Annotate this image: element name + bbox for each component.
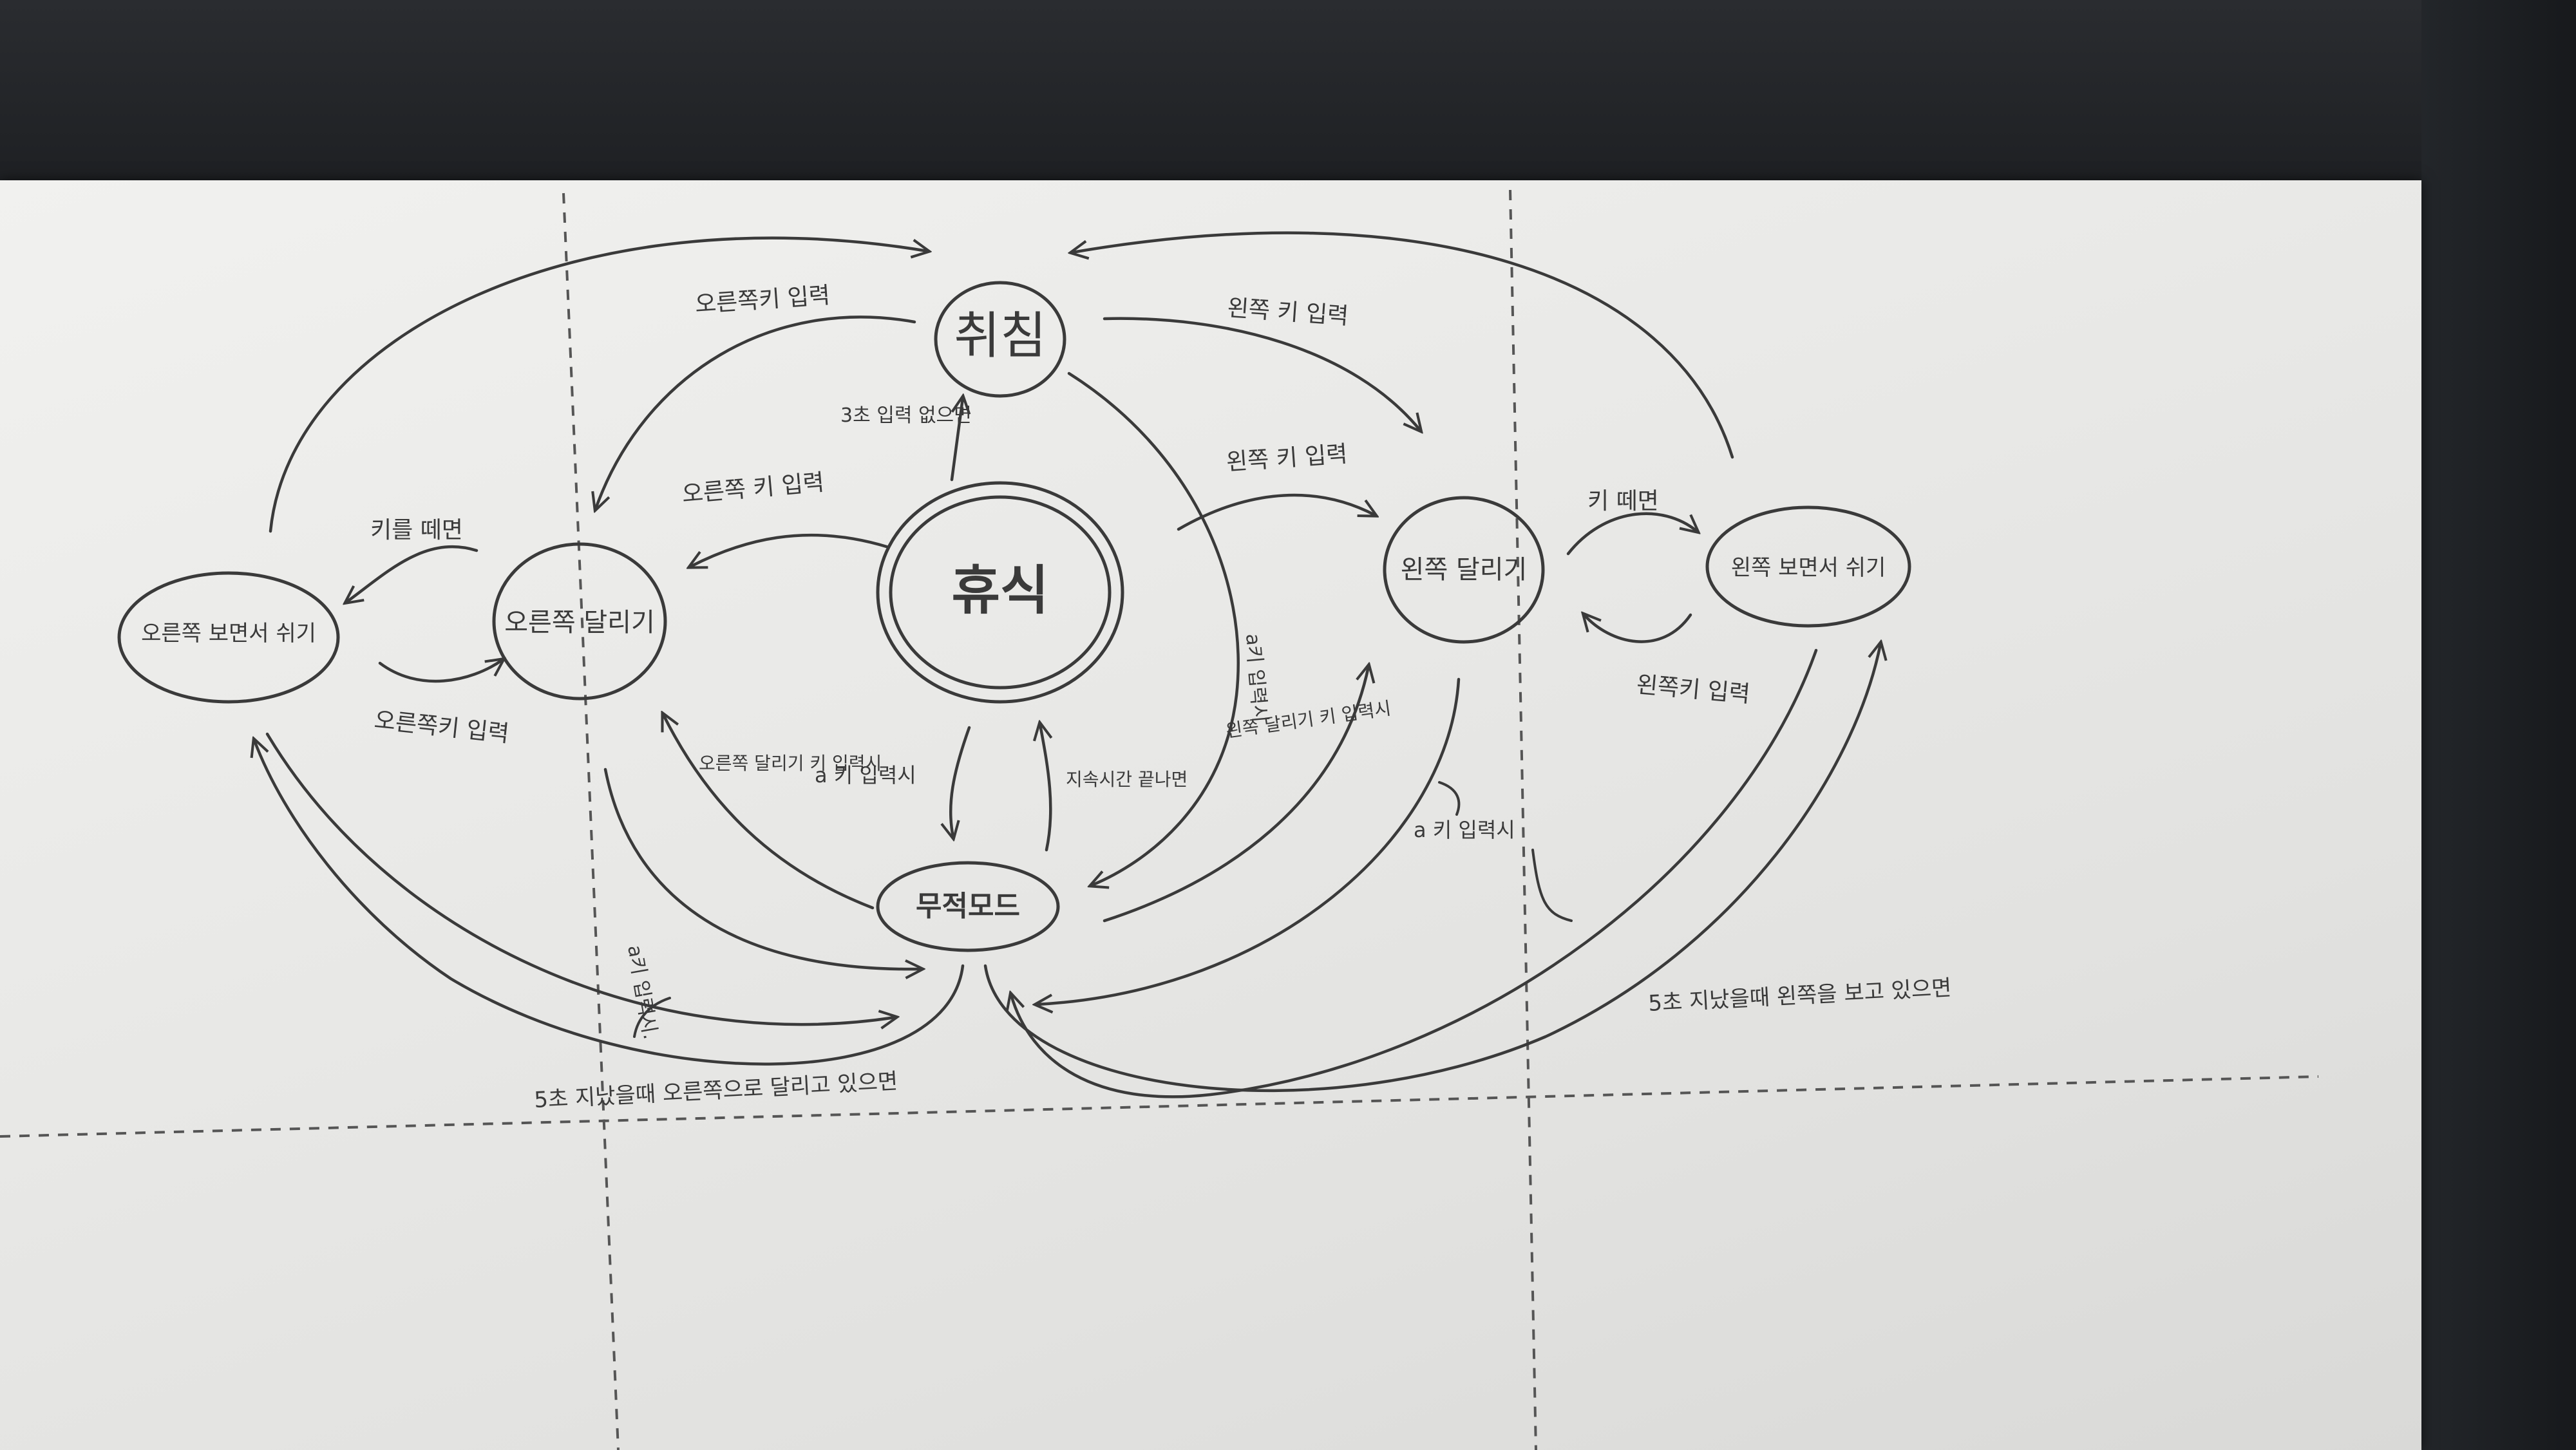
label-right-key-mid: 오른쪽 키 입력 (681, 469, 825, 508)
state-left-run-node (1383, 496, 1545, 644)
state-right-face-rest-node (117, 571, 340, 704)
arrow-invincible-to-leftrun (1103, 666, 1368, 923)
label-timeout-right: 5초 지났을때 오른쪽으로 달리고 있으면 (533, 1068, 898, 1113)
state-left-face-rest-label: 왼쪽 보면서 쉬기 (1731, 555, 1886, 581)
label-right-key-bottom: 오른쪽키 입력 (373, 707, 510, 748)
label-a-key-attack: a키 입력시 (1241, 633, 1271, 724)
state-invincible-label: 무적모드 (916, 890, 1020, 923)
label-timeout-left: 5초 지났을때 왼쪽을 보고 있으면 (1647, 975, 1952, 1017)
arrow-invincible-to-idle (1040, 724, 1050, 852)
arrow-leftrest-to-attack (1072, 231, 1734, 459)
label-a-key-left: a 키 입력시 (1414, 818, 1515, 842)
arrow-leftrun-to-leftrest (1566, 512, 1697, 556)
label-a-key-idle: a 키 입력시 (815, 763, 916, 787)
label-left-key-top: 왼쪽 키 입력 (1226, 295, 1349, 330)
label-key-release-left: 키를 떼면 (370, 517, 463, 543)
paper-sheet (0, 180, 2421, 1450)
fold-lines (0, 189, 2319, 1450)
arrow-rightrest-to-rightrun (378, 660, 502, 683)
state-left-run-label: 왼쪽 달리기 (1401, 555, 1528, 585)
arrow-invincible-to-rightrun (663, 715, 875, 910)
desk-background (0, 0, 2576, 187)
state-idle-node (876, 481, 1124, 704)
arrow-attack-to-leftrun (1103, 317, 1420, 430)
arrow-leftrest-to-invincible (1011, 648, 1818, 1098)
arrow-idle-to-rightrun (690, 533, 891, 567)
arrow-leftrun-to-invincible (1037, 677, 1461, 1004)
label-a-key-right-run: 오른쪽 달리기 키 입력시 (699, 753, 882, 774)
arrow-invincible-to-leftrest (983, 644, 1880, 1093)
state-attack-node (934, 281, 1066, 398)
arrow-leftrest-to-leftrun (1584, 615, 1692, 643)
hook-stroke-bottomleft (633, 997, 671, 1038)
state-right-face-rest-label: 오른쪽 보면서 쉬기 (141, 621, 316, 646)
label-right-key-top: 오른쪽키 입력 (694, 282, 831, 318)
hook-stroke-bottom (1531, 849, 1573, 922)
label-invincible-end: 지속시간 끝나면 (1066, 769, 1188, 790)
label-left-key-mid: 왼쪽 키 입력 (1226, 441, 1349, 476)
arrow-attack-to-invincible (1067, 372, 1240, 885)
arrow-rightrun-to-invincible (603, 767, 921, 969)
arrow-attack-to-rightrun (596, 315, 916, 509)
state-right-run-label: 오른쪽 달리기 (504, 608, 655, 637)
state-invincible-node (876, 861, 1060, 952)
state-right-run-node (492, 542, 667, 701)
label-left-key-bottom: 왼쪽키 입력 (1635, 672, 1751, 708)
arrow-rightrest-to-attack (269, 236, 927, 533)
arrow-invincible-to-rightrest (254, 740, 965, 1066)
hook-stroke-left (1438, 781, 1461, 816)
state-idle-node-inner (889, 495, 1112, 690)
desk-edge (2421, 0, 2576, 1450)
state-attack-label: 취침 (954, 307, 1046, 365)
arrow-idle-to-leftrun (1177, 493, 1375, 531)
label-a-key-bottom-left: a키 입력시. (623, 943, 661, 1041)
arrow-rightrest-to-invincible (265, 732, 895, 1024)
label-no-input-3s: 3초 입력 없으면 (840, 404, 972, 427)
arrow-idle-to-invincible (951, 726, 971, 837)
state-left-face-rest-node (1705, 505, 1911, 628)
arrow-rightrun-to-rightrest (346, 545, 478, 602)
label-key-release-right: 키 떼면 (1587, 488, 1659, 514)
state-idle-label: 휴식 (952, 560, 1049, 621)
arrow-idle-to-attack (950, 398, 963, 482)
